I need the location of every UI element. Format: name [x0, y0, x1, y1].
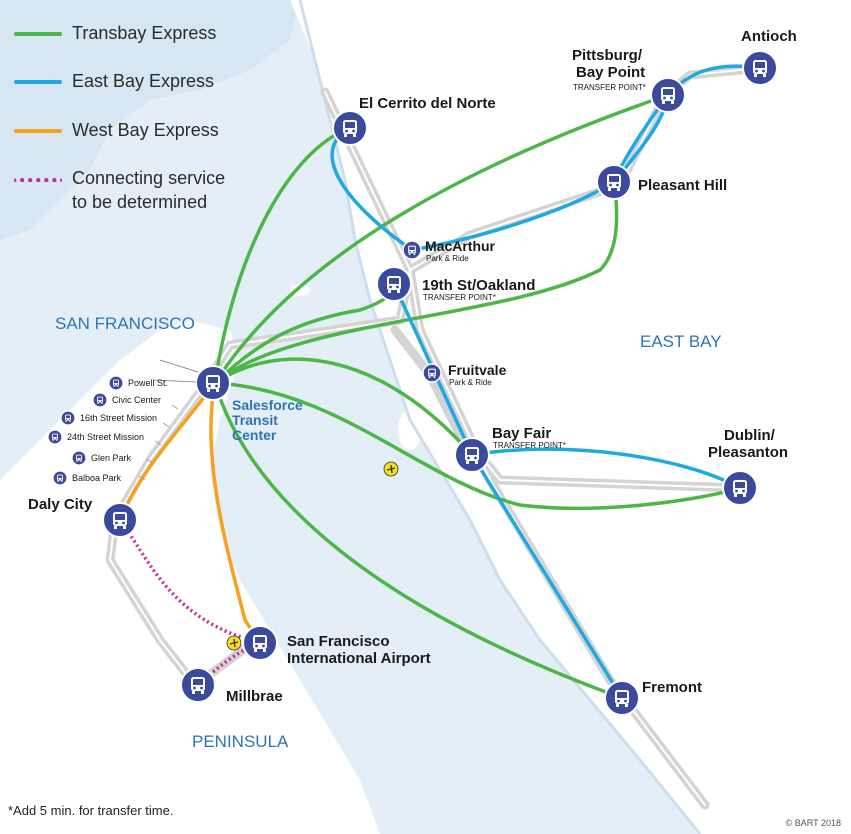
station-glen[interactable] [71, 450, 87, 466]
transbay-express-routes [213, 93, 742, 700]
station-24th[interactable] [47, 429, 63, 445]
label-glen: Glen Park [91, 453, 132, 463]
footnote: *Add 5 min. for transfer time. [8, 803, 174, 818]
label-sfo-line2: International Airport [287, 650, 431, 667]
legend-label-transbay: Transbay Express [72, 23, 217, 43]
label-pleasant-hill: Pleasant Hill [638, 177, 727, 194]
label-24th: 24th Street Mission [67, 432, 144, 442]
route-daly-city-sfo [118, 518, 261, 645]
note-bay-fair: TRANSFER POINT* [493, 441, 566, 450]
label-salesforce-line2: Transit [232, 412, 278, 428]
note-macarthur: Park & Ride [426, 254, 469, 263]
station-sfo[interactable] [242, 625, 278, 661]
station-pleasant-hill[interactable] [596, 164, 632, 200]
label-salesforce: Salesforce Transit Center [232, 397, 307, 443]
label-pittsburg-line2: Bay Point [576, 64, 645, 81]
airport-icon [383, 461, 399, 477]
route-sf-fremont [213, 381, 624, 700]
legend-swatch-east-bay [14, 80, 62, 84]
airport-icon [226, 635, 242, 651]
small-sf-stations [153, 359, 199, 383]
station-balboa[interactable] [52, 470, 68, 486]
label-pittsburg: Pittsburg/ Bay Point [572, 47, 646, 81]
region-label-sf: SAN FRANCISCO [55, 314, 195, 333]
legend-swatch-transbay [14, 32, 62, 36]
station-fruitvale[interactable] [422, 363, 442, 383]
legend-label-connecting: Connecting service to be determined [72, 168, 226, 212]
label-pittsburg-line1: Pittsburg/ [572, 47, 643, 64]
label-salesforce-line3: Center [232, 427, 277, 443]
route-sf-dublin [213, 381, 742, 510]
station-16th[interactable] [60, 410, 76, 426]
label-el-cerrito: El Cerrito del Norte [359, 95, 496, 112]
station-macarthur[interactable] [402, 240, 422, 260]
route-sf-daly-city [118, 381, 217, 522]
label-fremont: Fremont [642, 679, 702, 696]
station-millbrae[interactable] [180, 667, 216, 703]
label-dublin-line1: Dublin/ [724, 427, 776, 444]
route-sf-el-cerrito [213, 126, 352, 385]
label-fruitvale: Fruitvale [448, 362, 507, 378]
legend-swatch-west-bay [14, 129, 62, 133]
station-civic[interactable] [92, 392, 108, 408]
note-19th: TRANSFER POINT* [423, 293, 496, 302]
route-bay-fair-fremont [470, 453, 624, 700]
connecting-service-routes [118, 518, 261, 687]
copyright: © BART 2018 [785, 818, 841, 828]
label-millbrae: Millbrae [226, 688, 283, 705]
label-19th-oakland: 19th St/Oakland [422, 277, 535, 294]
station-fremont[interactable] [604, 680, 640, 716]
west-bay-express-routes [118, 381, 262, 645]
station-antioch[interactable] [742, 50, 778, 86]
region-label-east-bay: EAST BAY [640, 332, 722, 351]
station-dublin[interactable] [722, 470, 758, 506]
legend-label-east-bay: East Bay Express [72, 71, 215, 91]
station-19th-oakland[interactable] [376, 266, 412, 302]
region-label-peninsula: PENINSULA [192, 732, 289, 751]
station-bay-fair[interactable] [454, 437, 490, 473]
label-powell: Powell St. [128, 378, 168, 388]
route-sf-pittsburg [213, 93, 670, 385]
route-millbrae-sfo [196, 641, 261, 687]
note-pittsburg: TRANSFER POINT* [573, 83, 646, 92]
label-civic: Civic Center [112, 395, 161, 405]
label-balboa: Balboa Park [72, 473, 122, 483]
route-sf-bay-fair [213, 357, 474, 457]
label-antioch: Antioch [741, 28, 797, 45]
label-bay-fair: Bay Fair [492, 425, 551, 442]
legend-label-west-bay: West Bay Express [72, 120, 219, 140]
station-daly-city[interactable] [102, 502, 138, 538]
note-fruitvale: Park & Ride [449, 378, 492, 387]
route-bay-fair-dublin [470, 447, 742, 490]
label-salesforce-line1: Salesforce [232, 397, 303, 413]
label-macarthur: MacArthur [425, 238, 496, 254]
label-daly-city: Daly City [28, 496, 93, 513]
legend-swatch-connecting [14, 178, 62, 182]
label-sfo: San Francisco International Airport [287, 633, 431, 667]
station-pittsburg[interactable] [650, 77, 686, 113]
route-sf-sfo [209, 381, 262, 645]
sf-track-ticks [138, 404, 179, 481]
station-powell[interactable] [108, 375, 124, 391]
station-el-cerrito[interactable] [332, 110, 368, 146]
label-sfo-line1: San Francisco [287, 633, 390, 650]
route-macarthur-pleasant-hill [410, 180, 616, 252]
station-salesforce[interactable] [195, 365, 231, 401]
label-dublin-line2: Pleasanton [708, 444, 788, 461]
route-sf-pleasant-hill [213, 180, 619, 385]
label-dublin: Dublin/ Pleasanton [708, 427, 788, 461]
label-16th: 16th Street Mission [80, 413, 157, 423]
